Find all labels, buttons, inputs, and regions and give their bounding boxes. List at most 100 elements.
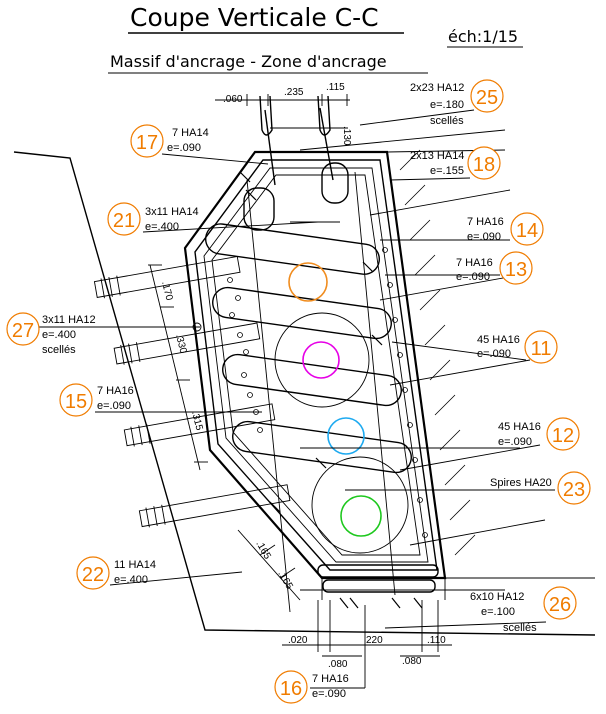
callout-23: Spires HA20 23 (490, 471, 591, 505)
dim-235: .235 (284, 87, 304, 98)
callout-13: 7 HA16 e=.090 13 (456, 251, 533, 285)
scale-label: éch:1/15 (448, 27, 518, 46)
dim-220: 220 (366, 635, 383, 646)
dim-115: .115 (326, 82, 345, 93)
callout-26-bars: 6x10 HA12 (470, 591, 524, 603)
callout-22-number: 22 (82, 564, 104, 586)
callout-21-number: 21 (113, 210, 135, 232)
callout-17-spacing: e=.090 (167, 142, 201, 154)
callout-27-spacing: e=.400 (42, 329, 76, 341)
callout-13-bars: 7 HA16 (456, 257, 493, 269)
callout-11-spacing: e=.090 (477, 348, 511, 360)
callout-13-spacing: e=.090 (456, 271, 490, 283)
anchor-ducts (274, 262, 409, 554)
dim-130: .130 (341, 126, 352, 146)
callout-23-bubble (557, 471, 591, 505)
callout-11-number: 11 (531, 338, 552, 360)
callout-leaders (38, 109, 555, 689)
callout-16-bars: 7 HA16 (312, 673, 349, 685)
top-dimensions: .060 .235 .115 .130 (215, 82, 352, 146)
dim-165-b: .165 (275, 569, 294, 592)
callout-11-bars: 45 HA16 (477, 334, 520, 346)
green-duct-circle (340, 495, 382, 537)
anchor-bolts (93, 189, 546, 546)
callout-27-bubble (6, 312, 40, 346)
bar-dots (227, 247, 428, 538)
callout-26-spacing: e=.100 (481, 606, 515, 618)
callout-13-number: 13 (505, 259, 527, 281)
callout-22-bars: 11 HA14 (114, 559, 156, 571)
callout-12: 45 HA16 e=.090 12 (498, 417, 580, 451)
concrete-outline (13, 129, 596, 636)
callout-21-bars: 3x11 HA14 (145, 206, 199, 218)
left-dimensions: .170 .330 .315 (148, 264, 208, 471)
callout-18-spacing: e=.155 (430, 165, 464, 177)
callout-14-bars: 7 HA16 (467, 216, 504, 228)
bottom-dimensions: .020 220 .110 .080 .080 (282, 600, 452, 670)
callout-21: 21 3x11 HA14 e=.400 (107, 202, 199, 236)
callout-16-number: 16 (280, 678, 302, 700)
bar-ticks (239, 171, 423, 609)
callout-15: 15 7 HA16 e=.090 (59, 383, 134, 417)
callout-13-bubble (499, 251, 533, 285)
callout-16-bubble (274, 670, 308, 704)
callout-15-bubble (59, 383, 93, 417)
callout-25-note: scellés (430, 115, 464, 127)
callout-26-number: 26 (549, 594, 571, 616)
callout-15-bars: 7 HA16 (97, 385, 134, 397)
dim-330: .330 (173, 333, 188, 355)
callout-16: 16 7 HA16 e=.090 (274, 670, 349, 704)
magenta-duct-circle (302, 341, 340, 379)
callout-23-bars: Spires HA20 (490, 477, 552, 489)
dim-110: .110 (427, 635, 446, 646)
callout-23-number: 23 (563, 479, 585, 501)
callout-12-number: 12 (552, 425, 574, 447)
callout-17: 17 7 HA14 e=.090 (130, 124, 209, 158)
callout-22-bubble (76, 556, 110, 590)
callout-15-spacing: e=.090 (97, 400, 131, 412)
dim-170: .170 (159, 280, 174, 302)
dim-315: .315 (189, 410, 204, 432)
callout-18: 2x13 HA14 e=.155 18 (410, 146, 501, 180)
callout-21-spacing: e=.400 (145, 221, 179, 233)
callout-27-bars: 3x11 HA12 (42, 314, 96, 326)
callout-25-bars: 2x23 HA12 (410, 82, 464, 94)
callout-16-spacing: e=.090 (312, 688, 346, 700)
callout-11-bubble (524, 330, 558, 364)
dim-020: .020 (288, 635, 308, 646)
callout-27-number: 27 (12, 320, 34, 342)
callout-25: 2x23 HA12 e=.180 scellés 25 (410, 79, 504, 127)
right-hatching (399, 149, 476, 556)
callout-18-number: 18 (473, 154, 495, 176)
callout-17-bubble (130, 124, 164, 158)
callout-14-number: 14 (516, 220, 538, 242)
dim-060: .060 (223, 94, 243, 105)
callout-26-bubble (543, 586, 577, 620)
callout-25-number: 25 (476, 87, 498, 109)
callout-17-number: 17 (136, 132, 158, 154)
callout-18-bubble (467, 146, 501, 180)
callout-22: 22 11 HA14 e=.400 (76, 556, 156, 590)
dim-080-b: .080 (402, 656, 422, 667)
cyan-duct-circle (327, 417, 365, 455)
callout-26: 6x10 HA12 e=.100 scellés 26 (470, 586, 577, 634)
callout-14-bubble (510, 212, 544, 246)
callout-17-bars: 7 HA14 (172, 127, 209, 139)
diag-dimensions: .165 .165 (237, 529, 301, 601)
callout-26-note: scellés (503, 622, 537, 634)
callout-11: 45 HA16 e=.090 11 (477, 330, 558, 364)
callout-15-number: 15 (65, 391, 87, 413)
drawing-subtitle: Massif d'ancrage - Zone d'ancrage (110, 52, 387, 71)
callout-22-spacing: e=.400 (114, 574, 148, 586)
callout-21-bubble (107, 202, 141, 236)
callout-14-spacing: e=.090 (467, 231, 501, 243)
callout-25-bubble (470, 79, 504, 113)
callout-12-bubble (546, 417, 580, 451)
reinforcement-cage (194, 95, 439, 613)
callout-18-bars: 2x13 HA14 (410, 150, 464, 162)
callout-12-bars: 45 HA16 (498, 421, 541, 433)
callout-14: 7 HA16 e=.090 14 (467, 212, 544, 246)
callout-27: 27 3x11 HA12 e=.400 scellés (6, 312, 96, 356)
orange-duct-circle (288, 262, 328, 302)
